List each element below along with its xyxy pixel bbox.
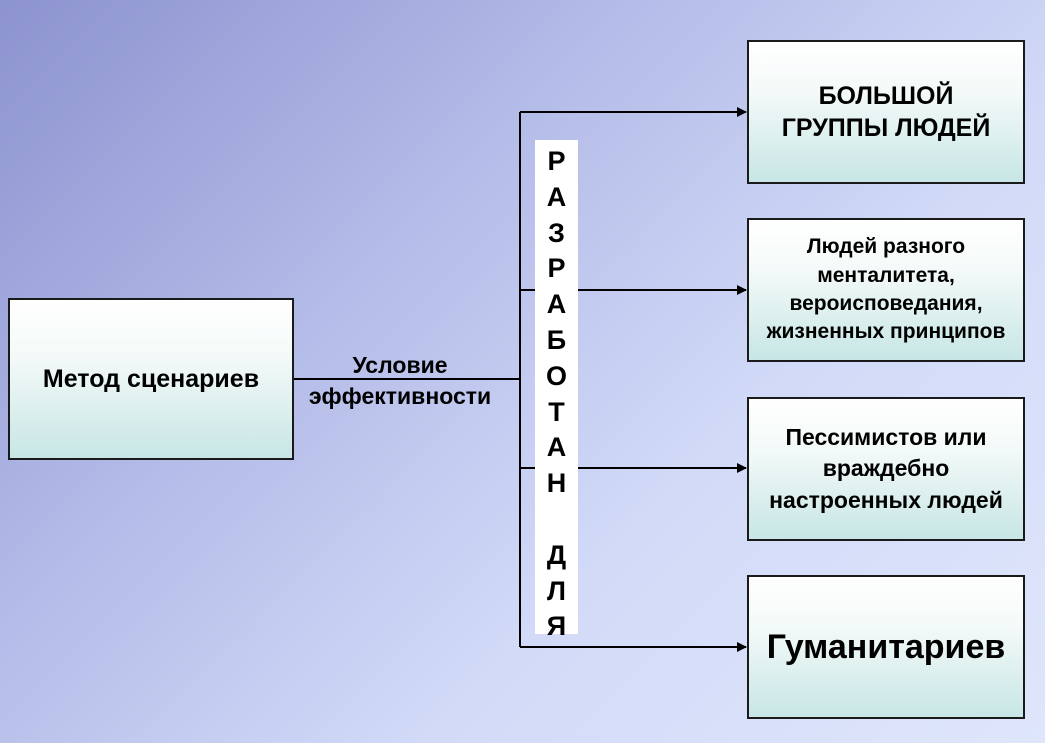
target-label-large-group: БОЛЬШОЙ ГРУППЫ ЛЮДЕЙ [781,81,991,143]
method-box: Метод сценариев [8,298,294,460]
target-box-pessimists: Пессимистов или враждебно настроенных лю… [747,397,1025,541]
target-label-humanitarians: Гуманитариев [766,627,1006,666]
target-box-large-group: БОЛЬШОЙ ГРУППЫ ЛЮДЕЙ [747,40,1025,184]
condition-label: Условие эффективности [308,352,492,410]
target-box-different-mentality: Людей разного менталитета, вероисповедан… [747,218,1025,362]
target-box-humanitarians: Гуманитариев [747,575,1025,719]
method-label: Метод сценариев [42,364,260,393]
target-label-pessimists: Пессимистов или враждебно настроенных лю… [769,423,1003,513]
target-label-different-mentality: Людей разного менталитета, вероисповедан… [766,235,1006,344]
developed-for-vertical-label: Р А З Р А Б О Т А Н Д Л Я [535,140,578,641]
